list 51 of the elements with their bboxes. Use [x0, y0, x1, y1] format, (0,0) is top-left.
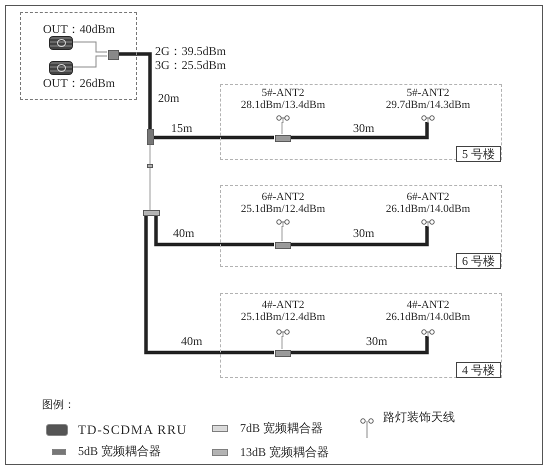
- coupler: [143, 210, 160, 216]
- antenna-label: 28.1dBm/13.4dBm: [240, 99, 326, 111]
- coupler: [275, 135, 291, 142]
- coupler: [147, 164, 153, 168]
- legend-label: 7dB 宽频耦合器: [240, 422, 324, 434]
- feeder-cable: [144, 216, 274, 354]
- antenna-label: 4#-ANT2: [406, 299, 450, 311]
- antenna-label: 25.1dBm/12.4dBm: [240, 203, 326, 215]
- cable-length-label: 30m: [352, 122, 376, 135]
- coupler: [147, 129, 154, 145]
- building-label: 5 号楼: [456, 146, 501, 162]
- antenna-label: 6#-ANT2: [260, 191, 306, 203]
- antenna-label: 26.1dBm/14.0dBm: [384, 311, 472, 323]
- antenna-label: 26.1dBm/14.0dBm: [384, 203, 472, 215]
- coupler: [275, 242, 291, 249]
- building-label: 4 号楼: [456, 362, 501, 378]
- antenna-label: 25.1dBm/12.4dBm: [240, 311, 326, 323]
- output-power-label: OUT：26dBm: [43, 77, 115, 90]
- output-power-label: OUT：40dBm: [43, 23, 115, 36]
- antenna-label: 5#-ANT2: [406, 87, 450, 99]
- antenna-label: 6#-ANT2: [406, 191, 450, 203]
- feeder-cable: [154, 216, 274, 246]
- antenna-label: 5#-ANT2: [260, 87, 306, 99]
- jumper-line: [72, 42, 108, 52]
- jumper-line: [72, 56, 108, 68]
- cable-length-label: 30m: [352, 227, 376, 240]
- feeder-cable: [290, 336, 429, 354]
- feeder-cable: [290, 226, 429, 246]
- coupler: [275, 350, 291, 357]
- cable-length-label: 20m: [157, 92, 180, 105]
- antenna-label: 4#-ANT2: [260, 299, 306, 311]
- legend-label: 5dB 宽频耦合器: [78, 445, 162, 458]
- signal-power-label: 3G：25.5dBm: [155, 59, 226, 72]
- cable-length-label: 40m: [180, 335, 204, 348]
- building-label: 6 号楼: [456, 253, 501, 269]
- coupler: [108, 50, 119, 60]
- legend-label: TD-SCDMA RRU: [78, 423, 188, 436]
- signal-power-label: 2G：39.5dBm: [155, 45, 226, 58]
- cable-length-label: 30m: [365, 335, 388, 348]
- cable-length-label: 40m: [172, 227, 196, 240]
- feeder-cable: [118, 52, 152, 129]
- legend-label: 13dB 宽频耦合器: [240, 446, 330, 458]
- feeder-cable: [290, 122, 429, 140]
- legend-title: 图例：: [42, 399, 75, 412]
- cable-length-label: 15m: [170, 122, 194, 135]
- rru-unit: [49, 36, 73, 50]
- feeder-cable: [154, 136, 274, 140]
- legend-label: 路灯装饰天线: [383, 411, 455, 424]
- rru-unit: [49, 61, 73, 75]
- antenna-label: 29.7dBm/14.3dBm: [384, 99, 472, 111]
- dashed-group-frame: [20, 12, 137, 100]
